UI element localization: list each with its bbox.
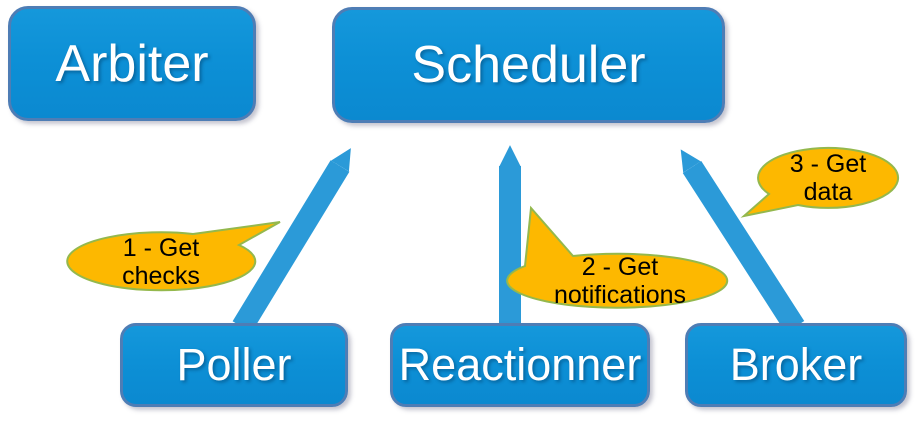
node-poller: Poller [120,323,348,407]
node-scheduler-label: Scheduler [411,36,646,94]
node-arbiter-label: Arbiter [55,34,209,93]
callout-bubble-get-notifications [506,205,729,309]
callout-bubble-get-checks [66,221,281,292]
node-scheduler: Scheduler [332,7,725,123]
node-broker: Broker [685,323,907,407]
node-reactionner-label: Reactionner [398,339,642,390]
arrow-poller-to-scheduler [232,148,351,333]
callout-get-notifications: 2 - Get notifications [515,252,725,310]
callout-bubble-get-data [740,146,900,218]
callout-get-data: 3 - Get data [763,149,893,207]
callout-get-checks-line1: 1 - Get [122,234,200,262]
arrow-broker-to-scheduler [680,149,805,333]
node-poller-label: Poller [176,339,292,390]
node-reactionner: Reactionner [390,323,650,407]
callout-get-notifications-line1: 2 - Get [581,253,659,281]
node-broker-label: Broker [729,339,863,390]
callout-get-data-line2: data [803,178,853,206]
callout-get-notifications-line2: notifications [553,281,687,309]
callout-get-checks: 1 - Get checks [71,234,251,290]
callout-get-checks-line2: checks [122,262,200,290]
callout-get-data-line1: 3 - Get [789,150,867,178]
node-arbiter: Arbiter [8,6,256,121]
